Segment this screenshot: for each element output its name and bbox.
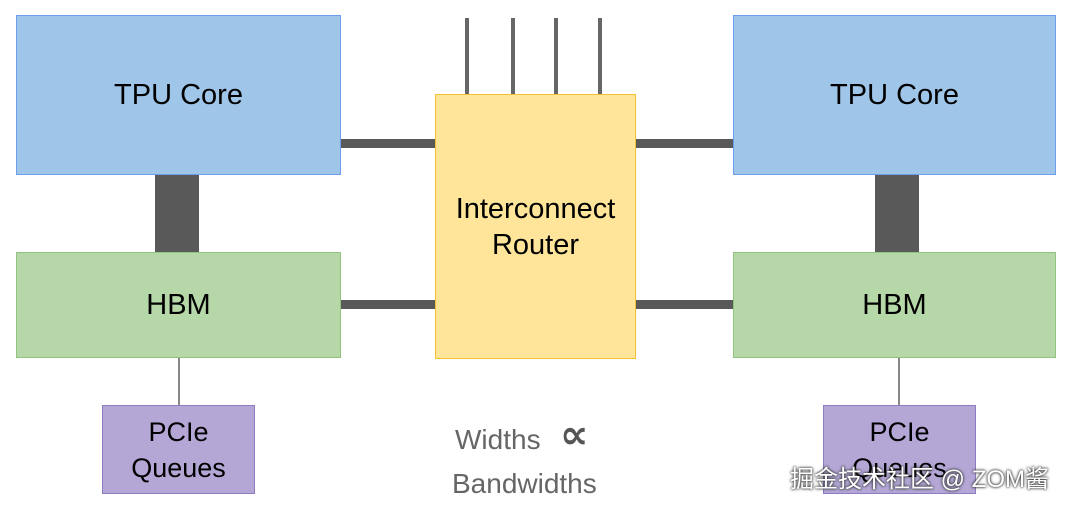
left-pcie-queues-box: PCIe Queues — [102, 405, 255, 494]
router-label-line1: Interconnect — [455, 192, 616, 225]
left-tpu-hbm-link — [155, 175, 199, 252]
external-link-4 — [598, 18, 602, 94]
proportional-to-icon: ∝ — [560, 413, 589, 457]
left-tpu-core-label: TPU Core — [114, 78, 243, 111]
right-hbm-pcie-link — [898, 358, 900, 405]
right-tpu-hbm-link — [875, 175, 919, 252]
legend-bandwidths-text: Bandwidths — [452, 468, 597, 499]
right-tpu-core-box: TPU Core — [733, 15, 1056, 175]
right-tpu-core-label: TPU Core — [830, 78, 959, 111]
left-tpu-core-box: TPU Core — [16, 15, 341, 175]
left-hbm-label: HBM — [146, 288, 211, 321]
watermark-text: 掘金技术社区 @ ZOM酱 — [790, 466, 1050, 493]
router-label-line2: Router — [491, 228, 580, 261]
external-link-1 — [465, 18, 469, 94]
right-pcie-queues-box: PCIe Queues — [823, 405, 976, 494]
left-hbm-router-link — [341, 300, 435, 309]
left-pcie-label-line2: Queues — [131, 452, 226, 483]
right-hbm-router-link — [636, 300, 733, 309]
left-tpu-router-link — [341, 139, 435, 148]
right-pcie-label-line1: PCIe — [869, 416, 930, 447]
right-hbm-box: HBM — [733, 252, 1056, 358]
left-hbm-box: HBM — [16, 252, 341, 358]
left-pcie-label-line1: PCIe — [148, 416, 209, 447]
right-pcie-label-line2: Queues — [852, 452, 947, 483]
right-hbm-label: HBM — [862, 288, 927, 321]
right-tpu-router-link — [636, 139, 733, 148]
interconnect-router-box: Interconnect Router — [435, 94, 636, 359]
external-link-3 — [554, 18, 558, 94]
legend-widths-text: Widths — [455, 424, 541, 455]
external-link-2 — [511, 18, 515, 94]
left-hbm-pcie-link — [178, 358, 180, 405]
